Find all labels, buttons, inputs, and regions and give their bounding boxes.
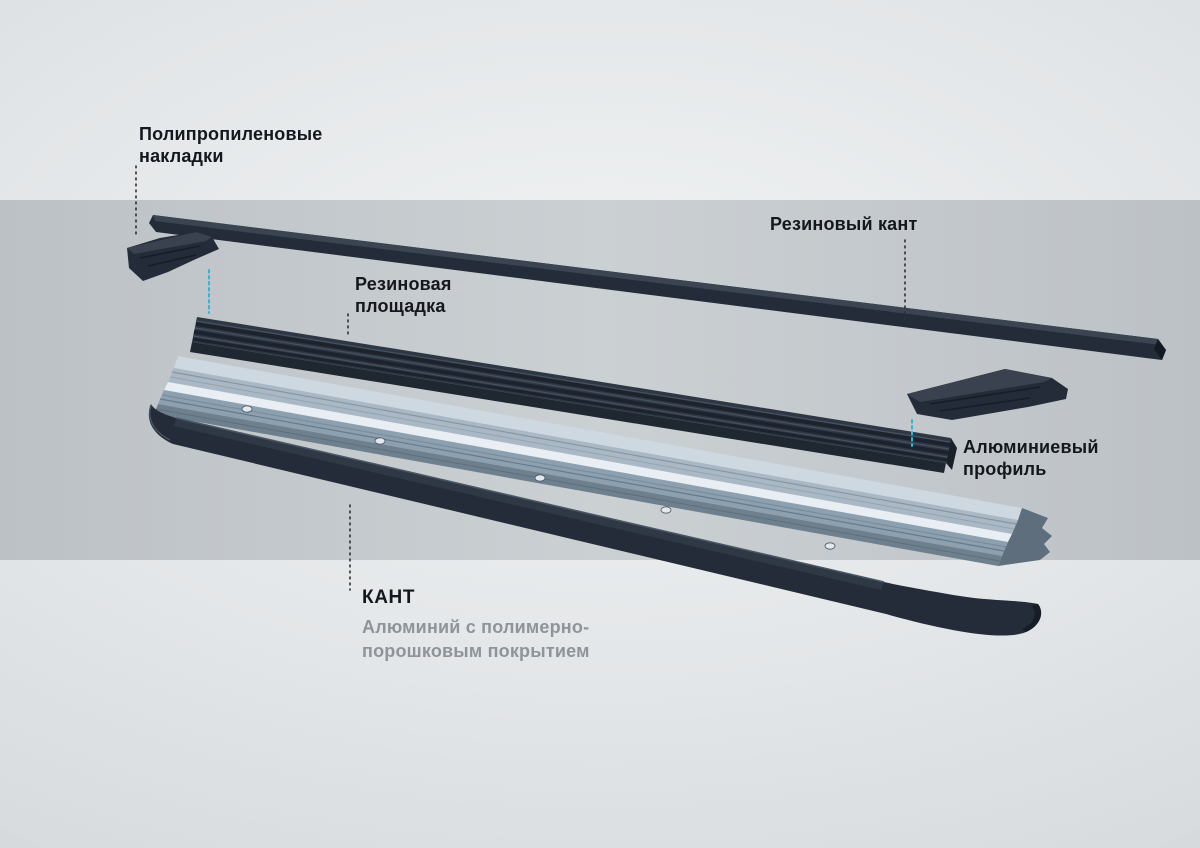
platform-groove xyxy=(192,335,948,458)
alu-lower-face xyxy=(158,390,1008,556)
strip-end-cut xyxy=(1154,339,1166,360)
pp-cap-left-part xyxy=(127,232,219,281)
alu-groove xyxy=(161,394,1007,548)
alu-groove xyxy=(171,371,1017,525)
rivet-hole xyxy=(241,405,253,413)
alu-highlight-band xyxy=(164,382,1012,542)
kant-left-curl-highlight xyxy=(149,404,171,441)
platform-groove xyxy=(192,337,948,462)
platform-groove xyxy=(194,327,950,450)
rivet-hole xyxy=(374,437,386,445)
alu-groove xyxy=(155,408,1001,562)
platform-groove xyxy=(193,330,949,455)
alu-end-serration xyxy=(998,508,1052,566)
platform-front xyxy=(190,342,946,473)
label-line: Алюминиевый xyxy=(963,437,1099,457)
label-line: Резиновый кант xyxy=(770,214,918,234)
rivet-hole xyxy=(824,542,836,550)
label-kant: КАНТ Алюминий с полимерно- порошковым по… xyxy=(362,587,590,663)
label-line: Резиновая xyxy=(355,274,452,294)
cap-right-top-face xyxy=(907,369,1052,402)
platform-groove xyxy=(195,322,951,447)
strip-top-bevel xyxy=(153,215,1160,345)
rubber-platform-part xyxy=(190,317,957,473)
alu-rivet-holes xyxy=(241,405,836,550)
alu-top-face xyxy=(174,356,1022,520)
label-line: Полипропиленовые xyxy=(139,124,323,144)
cap-left-top-face xyxy=(127,232,212,254)
pp-cap-right-part xyxy=(907,369,1068,420)
rivet-hole xyxy=(534,474,546,482)
label-line: площадка xyxy=(355,296,446,316)
label-line: профиль xyxy=(963,459,1047,479)
rivet-hole xyxy=(660,506,672,514)
alu-groove xyxy=(159,398,1005,552)
label-line: накладки xyxy=(139,146,224,166)
platform-groove xyxy=(195,320,951,443)
label-kant-subtitle: Алюминий с полимерно- xyxy=(362,617,590,637)
kant-top-face xyxy=(174,418,884,590)
rubber-edging-part xyxy=(149,215,1166,360)
label-rubber-edging: Резиновый кант xyxy=(770,213,917,235)
kant-right-tip-shade xyxy=(1022,604,1042,632)
cap-left-rib xyxy=(139,245,201,267)
label-kant-subtitle: порошковым покрытием xyxy=(362,641,590,661)
alu-groove xyxy=(169,376,1015,530)
label-kant-title: КАНТ xyxy=(362,587,416,608)
platform-end xyxy=(946,438,957,470)
kant-top-highlight xyxy=(175,417,885,583)
label-rubber-platform: Резиновая площадка xyxy=(355,273,452,317)
aluminum-profile-part xyxy=(154,356,1052,566)
kant-part xyxy=(148,404,1042,636)
label-polypropylene-caps: Полипропиленовые накладки xyxy=(139,123,323,167)
cap-right-rib xyxy=(929,386,1041,412)
label-aluminum-profile: Алюминиевый профиль xyxy=(963,436,1099,480)
